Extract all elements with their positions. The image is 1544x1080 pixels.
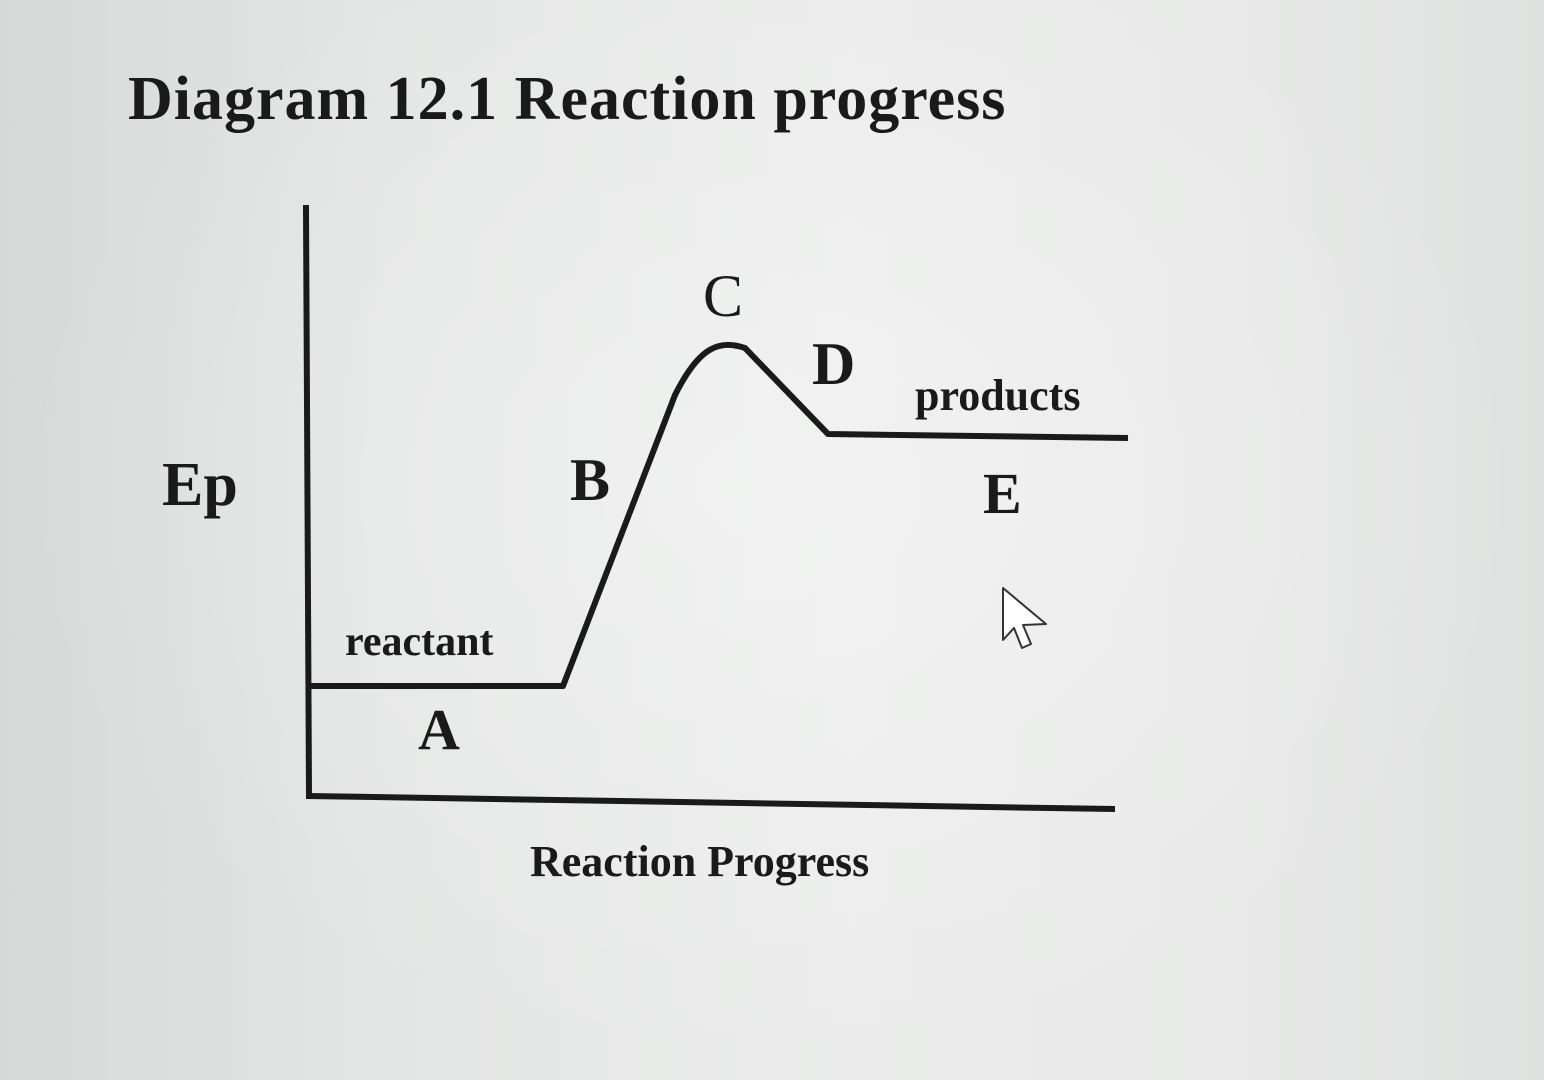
x-axis: [305, 792, 1116, 813]
y-axis: [302, 204, 313, 800]
reactant-label: reactant: [345, 619, 494, 665]
diagram-title: Diagram 12.1 Reaction progress: [128, 65, 1007, 133]
point-a-label: A: [418, 697, 460, 762]
point-d-label: D: [812, 331, 856, 397]
products-label: products: [915, 371, 1081, 420]
point-c-label: C: [703, 263, 744, 329]
x-axis-label: Reaction Progress: [530, 837, 870, 886]
mouse-pointer-icon: [1002, 587, 1047, 649]
energy-curve: [310, 342, 1129, 689]
y-axis-label: Ep: [162, 451, 238, 519]
point-e-label: E: [983, 461, 1022, 526]
point-b-label: B: [570, 447, 611, 513]
